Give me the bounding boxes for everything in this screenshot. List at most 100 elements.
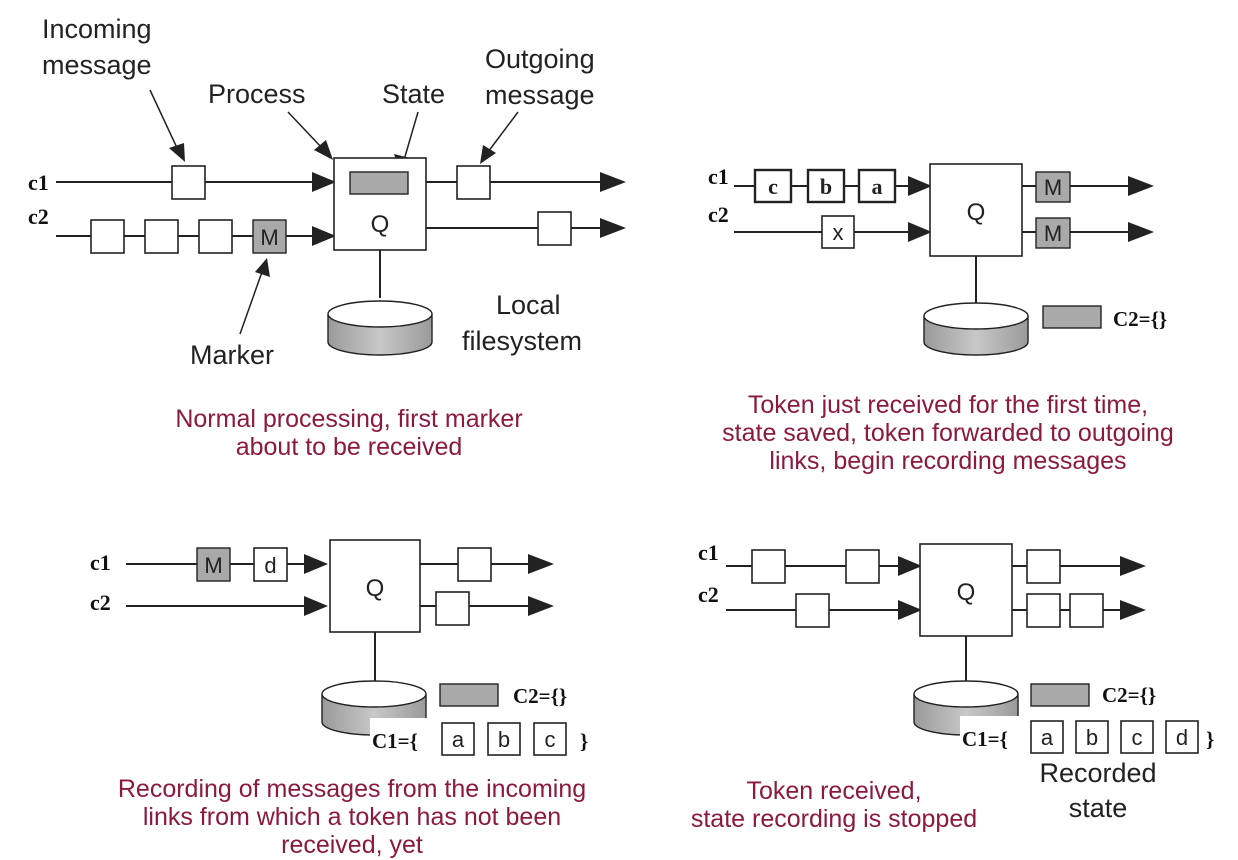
message-box <box>1120 720 1154 754</box>
disk-icon <box>327 300 433 356</box>
message-box <box>1026 593 1061 628</box>
process-box <box>919 543 1013 637</box>
message-box <box>171 165 206 200</box>
panel-normal-processing: Incoming message Process State Outgoing … <box>28 14 626 461</box>
caption-line-1: Token just received for the first time, <box>748 391 1148 419</box>
panel-token-received-first: c1 c2 c b a x M M Q C2={} Token just rec… <box>708 163 1174 475</box>
message-box <box>533 722 567 756</box>
c2-set: C2={} <box>513 684 567 708</box>
set-item-b: b <box>1086 725 1098 750</box>
marker-label: Marker <box>190 340 274 370</box>
outgoing-label-2: message <box>485 80 595 110</box>
marker-box <box>1035 171 1071 203</box>
channel-c2: c2 <box>28 204 49 229</box>
msg-d: d <box>264 553 276 578</box>
channel-c2: c2 <box>698 582 719 607</box>
msg-b: b <box>820 174 832 199</box>
channel-c1: c1 <box>708 164 729 189</box>
message-box <box>144 219 179 254</box>
message-box <box>487 722 521 756</box>
marker-text: M <box>1044 175 1062 200</box>
state-rect <box>1042 305 1102 329</box>
c1-set-prefix: C1={ <box>372 729 418 753</box>
channel-c1: c1 <box>28 170 49 195</box>
message-box <box>845 549 880 584</box>
message-box <box>537 211 572 246</box>
marker-box <box>1035 217 1071 249</box>
caption-line-3: links, begin recording messages <box>769 447 1126 475</box>
channel-c1: c1 <box>698 540 719 565</box>
process-box <box>929 163 1023 257</box>
marker-text: M <box>204 553 222 578</box>
c2-set: C2={} <box>1102 683 1156 707</box>
marker-box <box>252 219 287 254</box>
message-box <box>90 219 125 254</box>
recorded-label-2: state <box>1069 793 1128 823</box>
message-box <box>806 168 846 204</box>
panel-token-received-stop: c1 c2 Q C2={} C1={ a b c d <box>691 540 1228 833</box>
channel-c2: c2 <box>708 202 729 227</box>
process-label-q: Q <box>371 211 390 238</box>
c2-set: C2={} <box>1113 307 1167 331</box>
process-label: Process <box>208 79 306 109</box>
state-rect <box>439 683 499 707</box>
message-box <box>857 168 897 204</box>
state-rect <box>349 171 409 195</box>
message-box <box>751 549 786 584</box>
set-item-d: d <box>1176 725 1188 750</box>
message-box <box>821 215 855 249</box>
message-box <box>253 547 288 582</box>
panel-recording-messages: c1 c2 M d Q C2={} C1={ a b c } <box>90 539 598 859</box>
local-label: Local <box>496 290 561 320</box>
message-box <box>457 547 492 582</box>
msg-x: x <box>833 220 844 245</box>
caption-line-2: state saved, token forwarded to outgoing <box>722 419 1174 447</box>
caption-line-3: received, yet <box>281 831 423 859</box>
message-box <box>441 722 475 756</box>
recorded-label-1: Recorded <box>1039 758 1156 788</box>
process-box <box>329 539 421 633</box>
set-item-a: a <box>452 727 465 752</box>
message-box <box>753 168 793 204</box>
outgoing-label-1: Outgoing <box>485 44 595 74</box>
message-box <box>1069 593 1104 628</box>
message-box <box>1075 720 1109 754</box>
marker-box <box>196 547 231 582</box>
process-label-q: Q <box>957 579 976 606</box>
state-rect <box>1030 683 1090 707</box>
caption-line-2: links from which a token has not been <box>143 803 561 831</box>
marker-text: M <box>260 225 278 250</box>
c1-set-suffix: } <box>1206 727 1214 751</box>
message-box <box>1026 549 1061 584</box>
caption-line-2: state recording is stopped <box>691 805 977 833</box>
set-item-c: c <box>545 727 556 752</box>
filesystem-label: filesystem <box>462 326 582 356</box>
incoming-label-2: message <box>42 50 152 80</box>
set-item-c: c <box>1132 725 1143 750</box>
message-box <box>1030 720 1064 754</box>
message-box <box>1165 720 1199 754</box>
incoming-label-1: Incoming <box>42 14 152 44</box>
caption-line-1: Normal processing, first marker <box>175 405 522 433</box>
disk-icon <box>923 302 1029 356</box>
message-box <box>456 165 491 200</box>
message-box <box>435 591 470 626</box>
caption-line-2: about to be received <box>236 433 463 461</box>
caption-line-1: Recording of messages from the incoming <box>118 775 586 803</box>
channel-c2: c2 <box>90 590 111 615</box>
msg-c: c <box>768 174 778 199</box>
channel-c1: c1 <box>90 550 111 575</box>
message-box <box>795 593 830 628</box>
msg-a: a <box>872 174 883 199</box>
process-label-q: Q <box>967 199 986 226</box>
marker-text: M <box>1044 221 1062 246</box>
message-box <box>198 219 233 254</box>
process-label-q: Q <box>366 575 385 602</box>
state-label: State <box>382 79 445 109</box>
c1-set-prefix: C1={ <box>962 727 1008 751</box>
set-item-b: b <box>498 727 510 752</box>
c1-set-suffix: } <box>580 729 588 753</box>
set-item-a: a <box>1041 725 1054 750</box>
caption-line-1: Token received, <box>746 777 921 805</box>
